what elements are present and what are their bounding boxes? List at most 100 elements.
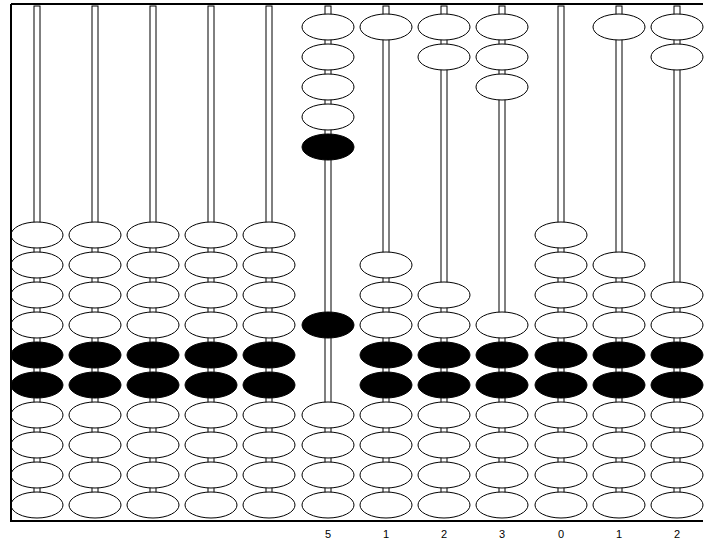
light-bead — [127, 432, 179, 458]
light-bead — [593, 492, 645, 518]
light-bead — [243, 312, 295, 338]
light-bead — [360, 312, 412, 338]
light-bead — [476, 14, 528, 40]
light-bead — [651, 282, 703, 308]
light-bead — [69, 312, 121, 338]
place-value-digit: 3 — [499, 528, 505, 541]
light-bead — [11, 402, 63, 428]
light-bead — [243, 222, 295, 248]
light-bead — [418, 432, 470, 458]
light-bead — [418, 462, 470, 488]
dark-bead — [302, 134, 354, 160]
light-bead — [11, 222, 63, 248]
dark-bead — [476, 342, 528, 368]
light-bead — [69, 402, 121, 428]
dark-bead — [593, 372, 645, 398]
light-bead — [127, 252, 179, 278]
place-value-digit: 2 — [441, 528, 447, 541]
light-bead — [360, 462, 412, 488]
light-bead — [243, 402, 295, 428]
light-bead — [243, 282, 295, 308]
light-bead — [651, 492, 703, 518]
dark-bead — [360, 372, 412, 398]
light-bead — [593, 282, 645, 308]
light-bead — [535, 222, 587, 248]
light-bead — [360, 402, 412, 428]
light-bead — [69, 282, 121, 308]
light-bead — [593, 14, 645, 40]
light-bead — [185, 282, 237, 308]
light-bead — [418, 282, 470, 308]
light-bead — [651, 312, 703, 338]
dark-bead — [127, 342, 179, 368]
light-bead — [127, 222, 179, 248]
light-bead — [69, 432, 121, 458]
dark-bead — [535, 372, 587, 398]
dark-bead — [418, 342, 470, 368]
light-bead — [476, 432, 528, 458]
light-bead — [476, 492, 528, 518]
light-bead — [535, 312, 587, 338]
dark-bead — [360, 342, 412, 368]
dark-bead — [243, 342, 295, 368]
light-bead — [535, 252, 587, 278]
light-bead — [302, 44, 354, 70]
light-bead — [127, 462, 179, 488]
light-bead — [593, 402, 645, 428]
place-value-digit: 5 — [325, 528, 331, 541]
light-bead — [593, 462, 645, 488]
light-bead — [476, 74, 528, 100]
light-bead — [11, 312, 63, 338]
light-bead — [243, 252, 295, 278]
light-bead — [476, 44, 528, 70]
light-bead — [11, 252, 63, 278]
light-bead — [535, 462, 587, 488]
light-bead — [535, 282, 587, 308]
light-bead — [651, 44, 703, 70]
light-bead — [535, 492, 587, 518]
place-value-digit: 1 — [383, 528, 389, 541]
light-bead — [476, 462, 528, 488]
dark-bead — [11, 342, 63, 368]
light-bead — [593, 312, 645, 338]
light-bead — [127, 402, 179, 428]
light-bead — [651, 14, 703, 40]
abacus-frame — [11, 4, 703, 521]
light-bead — [418, 492, 470, 518]
light-bead — [185, 402, 237, 428]
light-bead — [243, 492, 295, 518]
light-bead — [185, 312, 237, 338]
light-bead — [243, 432, 295, 458]
light-bead — [302, 462, 354, 488]
light-bead — [418, 14, 470, 40]
light-bead — [535, 402, 587, 428]
dark-bead — [593, 342, 645, 368]
light-bead — [593, 252, 645, 278]
light-bead — [360, 282, 412, 308]
light-bead — [127, 282, 179, 308]
dark-bead — [302, 312, 354, 338]
dark-bead — [185, 342, 237, 368]
light-bead — [476, 312, 528, 338]
light-bead — [185, 462, 237, 488]
dark-bead — [69, 372, 121, 398]
light-bead — [360, 252, 412, 278]
light-bead — [185, 432, 237, 458]
light-bead — [69, 252, 121, 278]
light-bead — [127, 492, 179, 518]
light-bead — [360, 432, 412, 458]
light-bead — [302, 104, 354, 130]
dark-bead — [69, 342, 121, 368]
light-bead — [302, 14, 354, 40]
light-bead — [69, 462, 121, 488]
light-bead — [360, 14, 412, 40]
light-bead — [11, 492, 63, 518]
light-bead — [69, 222, 121, 248]
light-bead — [302, 432, 354, 458]
light-bead — [302, 402, 354, 428]
dark-bead — [535, 342, 587, 368]
dark-bead — [185, 372, 237, 398]
dark-bead — [651, 342, 703, 368]
